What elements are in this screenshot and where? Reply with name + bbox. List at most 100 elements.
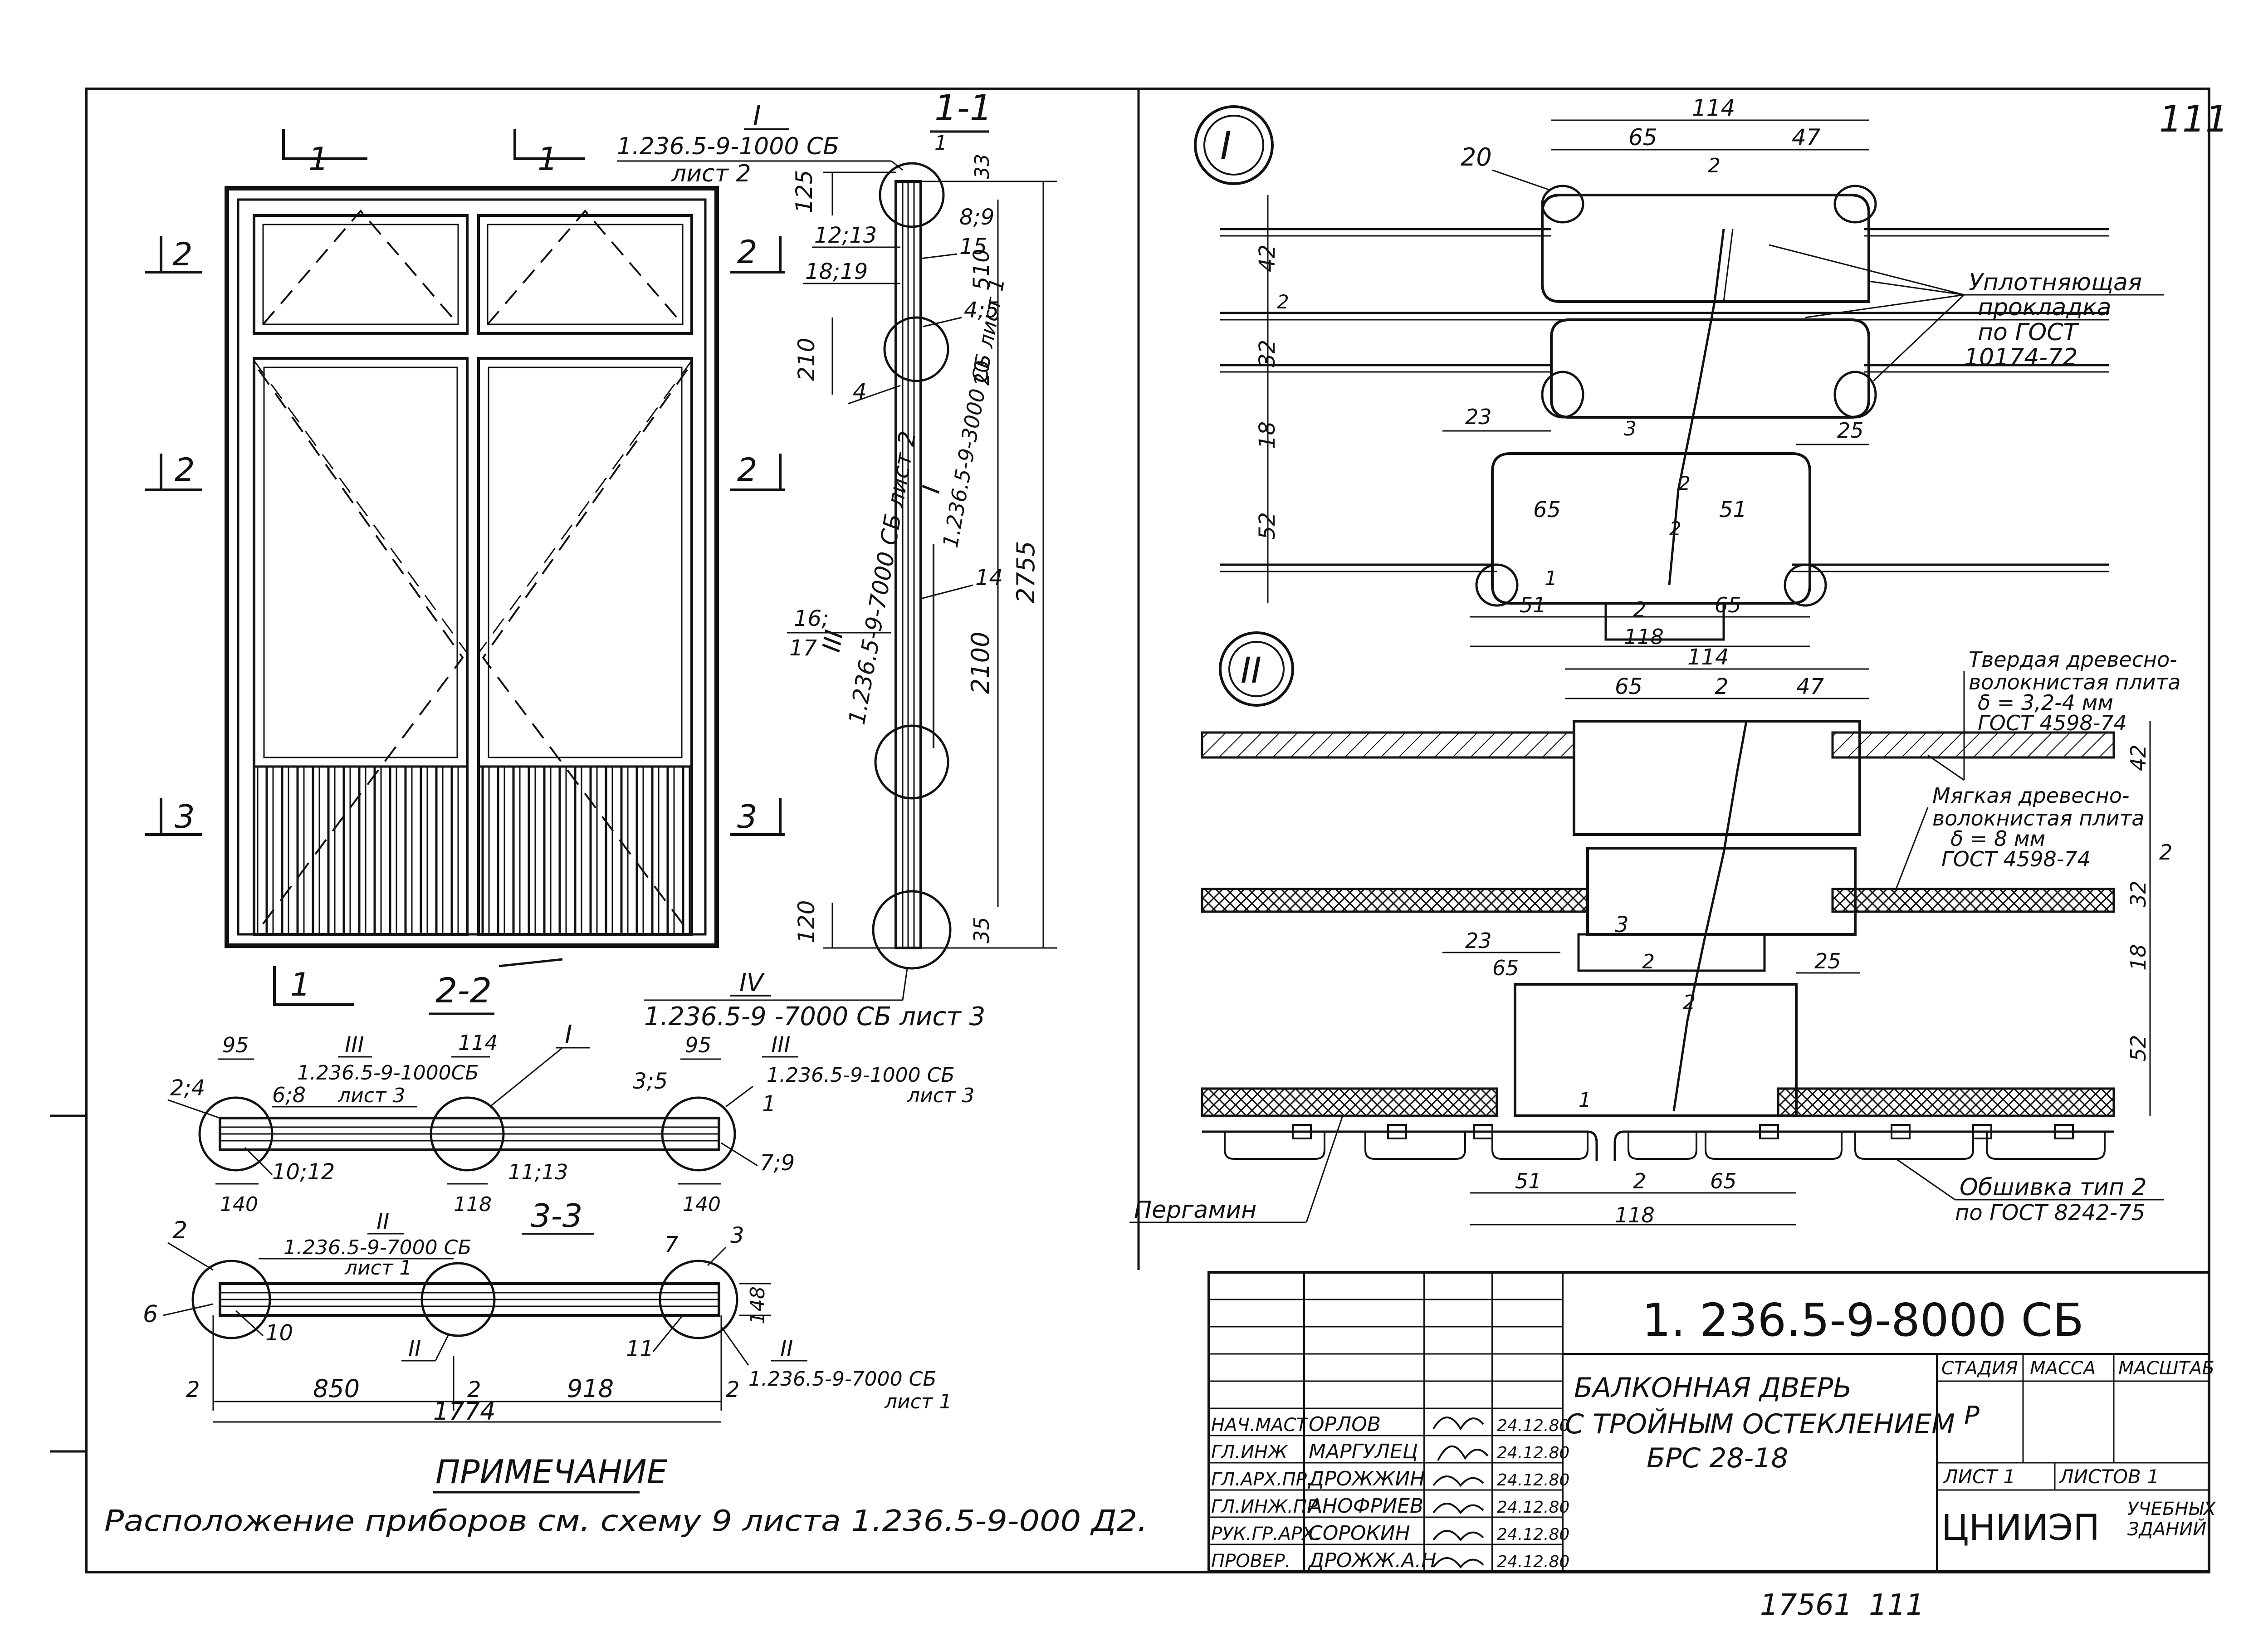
callout-circle-3-right <box>659 1260 738 1339</box>
left-leaf-panel <box>253 765 469 936</box>
svg-text:114: 114 <box>1687 645 1729 670</box>
callout-IV-ref: 1.236.5-9 -7000 СБ лист 3 <box>644 1002 985 1031</box>
svg-text:47: 47 <box>1796 674 1824 699</box>
callout-circle-2 <box>883 316 949 382</box>
svg-text:114: 114 <box>458 1031 498 1055</box>
door-elevation: 1 1 1 2 2 2 2 <box>145 129 785 1006</box>
right-leaf-panel <box>477 765 693 936</box>
svg-text:25: 25 <box>1814 949 1841 973</box>
svg-text:3: 3 <box>1624 417 1637 440</box>
svg-text:52: 52 <box>2126 1035 2151 1061</box>
section-mark-1-b: 1 <box>513 129 585 178</box>
svg-text:25: 25 <box>1837 418 1864 443</box>
svg-text:I: I <box>565 1020 572 1050</box>
svg-text:ЛИСТ 1: ЛИСТ 1 <box>1943 1465 2015 1488</box>
svg-text:δ = 8 мм: δ = 8 мм <box>1950 826 2045 851</box>
svg-text:2755: 2755 <box>1012 541 1040 603</box>
svg-text:140: 140 <box>683 1193 721 1216</box>
svg-text:24.12.80: 24.12.80 <box>1497 1471 1569 1490</box>
svg-text:65: 65 <box>1628 124 1657 151</box>
svg-text:65: 65 <box>1715 593 1741 617</box>
svg-text:510: 510 <box>969 249 994 290</box>
svg-text:12;13: 12;13 <box>814 223 877 248</box>
detail-II: II <box>1129 631 2180 1227</box>
detail-I-sash-top <box>1541 194 1870 303</box>
svg-text:11;13: 11;13 <box>508 1160 568 1184</box>
svg-text:МАСШТАБ: МАСШТАБ <box>2118 1358 2214 1379</box>
signature-row: РУК.ГР.АРХ. СОРОКИН 24.12.80 <box>1211 1522 1569 1545</box>
cladding <box>1202 1124 2114 1161</box>
svg-text:Уплотняющая: Уплотняющая <box>1969 269 2142 296</box>
detail-I-sash-bottom <box>1491 452 1811 605</box>
svg-text:32: 32 <box>2126 880 2151 907</box>
archive-number: 17561 <box>1760 1588 1853 1622</box>
svg-text:8;9: 8;9 <box>959 205 994 230</box>
svg-text:6: 6 <box>143 1301 158 1328</box>
section-mark-1-bottom: 1 <box>273 966 354 1006</box>
detail-II-sash-top <box>1573 720 1861 836</box>
callout-I-sheet: лист 2 <box>671 160 751 187</box>
svg-text:ПРОВЕР.: ПРОВЕР. <box>1211 1551 1290 1572</box>
svg-text:35: 35 <box>969 917 994 943</box>
callout-II-ref: 1.236.5-9-7000 СБ лист 2 <box>844 429 921 727</box>
svg-text:24.12.80: 24.12.80 <box>1497 1498 1569 1517</box>
section-2-2: 2-2 95 114 95 2;4 III 1.236.5-9-1000СБ 6… <box>167 970 975 1216</box>
svg-text:24.12.80: 24.12.80 <box>1497 1525 1569 1544</box>
svg-text:1: 1 <box>1545 567 1557 590</box>
svg-text:33: 33 <box>971 154 994 179</box>
section-1-1-left-dims: 125 210 120 <box>791 170 896 949</box>
svg-text:прокладка: прокладка <box>1978 294 2112 321</box>
svg-text:2: 2 <box>1715 674 1729 699</box>
svg-text:2;4: 2;4 <box>170 1075 205 1101</box>
svg-text:2: 2 <box>1642 950 1655 973</box>
svg-text:2: 2 <box>1708 154 1721 177</box>
door-outer-frame <box>225 186 719 948</box>
svg-text:ОРЛОВ: ОРЛОВ <box>1309 1413 1381 1436</box>
svg-text:24.12.80: 24.12.80 <box>1497 1444 1569 1462</box>
svg-text:125: 125 <box>791 170 817 213</box>
svg-text:42: 42 <box>1255 244 1280 272</box>
svg-text:65: 65 <box>1533 497 1561 523</box>
svg-text:2: 2 <box>726 1377 740 1402</box>
callout-I-ref: 1.236.5-9-1000 СБ <box>617 133 839 160</box>
callout-circle-left <box>198 1096 274 1172</box>
detail-I: I 114 65 47 2 20 <box>1194 95 2164 649</box>
svg-text:2: 2 <box>172 1217 187 1244</box>
svg-text:АНОФРИЕВ: АНОФРИЕВ <box>1307 1495 1423 1518</box>
svg-text:II: II <box>376 1209 389 1235</box>
detail-II-sash-mid <box>1586 847 1857 936</box>
svg-text:20: 20 <box>1461 143 1492 171</box>
section-mark-1-a: 1 <box>282 129 367 178</box>
signature-row: ГЛ.ИНЖ МАРГУЛЕЦ 24.12.80 <box>1211 1440 1569 1463</box>
note: ПРИМЕЧАНИЕ Расположение приборов см. схе… <box>104 1453 1148 1538</box>
left-leaf-glass <box>263 366 458 758</box>
svg-text:δ = 3,2-4 мм: δ = 3,2-4 мм <box>1978 690 2113 715</box>
svg-text:ЗДАНИЙ: ЗДАНИЙ <box>2127 1518 2206 1540</box>
svg-text:2: 2 <box>186 1377 200 1402</box>
svg-text:2: 2 <box>1277 291 1289 313</box>
svg-text:лист 3: лист 3 <box>337 1084 406 1107</box>
svg-text:СОРОКИН: СОРОКИН <box>1309 1522 1410 1545</box>
svg-text:17: 17 <box>789 635 817 661</box>
svg-text:III: III <box>771 1032 790 1058</box>
svg-text:1: 1 <box>762 1091 776 1117</box>
svg-text:ДРОЖЖИН: ДРОЖЖИН <box>1308 1467 1425 1490</box>
detail-II-badge <box>1219 631 1294 707</box>
section-1-1-right-dims: 2755 33 510 20 2100 35 <box>921 154 1057 949</box>
svg-text:лист 1: лист 1 <box>344 1256 412 1280</box>
svg-text:918: 918 <box>567 1374 614 1403</box>
svg-text:14: 14 <box>975 565 1003 591</box>
svg-text:16;: 16; <box>794 606 829 631</box>
svg-text:II: II <box>1241 650 1261 691</box>
signature-row: ГЛ.ИНЖ.ПР. АНОФРИЕВ 24.12.80 <box>1211 1495 1569 1518</box>
section-3-3: 3-3 2 II 1.236.5-9-7000 СБ лист 1 6 10 I… <box>143 1197 952 1426</box>
svg-text:15: 15 <box>959 234 987 259</box>
svg-text:Твердая древесно-: Твердая древесно- <box>1969 647 2177 672</box>
svg-text:65: 65 <box>1710 1169 1737 1193</box>
svg-text:1774: 1774 <box>433 1397 495 1426</box>
svg-text:ГЛ.ИНЖ: ГЛ.ИНЖ <box>1211 1442 1288 1463</box>
transom-left-opening-mark <box>262 209 459 325</box>
transom-right-glass <box>487 224 684 325</box>
signature-row: НАЧ.МАСТ ОРЛОВ 24.12.80 <box>1211 1413 1569 1436</box>
svg-text:65: 65 <box>1492 956 1519 980</box>
